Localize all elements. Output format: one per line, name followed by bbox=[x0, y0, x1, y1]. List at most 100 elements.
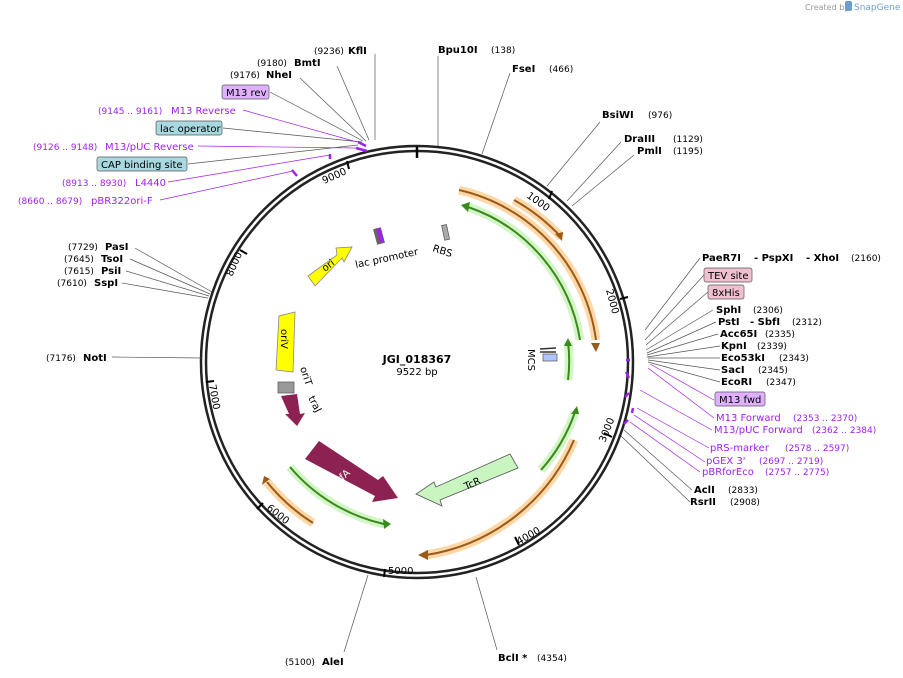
primer-m13forward: M13 Forward bbox=[716, 413, 781, 424]
primer-m13puc-rev: M13/pUC Reverse bbox=[105, 142, 194, 153]
green-feature-arc-3 bbox=[289, 466, 385, 525]
enzyme-pos: (2312) bbox=[792, 318, 822, 328]
lac-operator-block bbox=[376, 227, 384, 243]
primer-m13reverse: M13 Reverse bbox=[171, 106, 236, 117]
enzyme-pos: (7610) bbox=[57, 279, 87, 289]
enzyme-pos: (2833) bbox=[728, 486, 758, 496]
arrowhead-icon bbox=[383, 519, 391, 529]
enzyme-pos: (2335) bbox=[765, 330, 795, 340]
enzyme-bmti: BmtI bbox=[294, 58, 321, 69]
enzyme-eco53ki: Eco53kI bbox=[721, 353, 765, 364]
enzyme-alei: AleI bbox=[322, 657, 344, 668]
arrowhead-icon bbox=[571, 406, 579, 414]
enzyme-bcli: BclI * bbox=[498, 653, 528, 664]
tick-mark bbox=[619, 296, 629, 300]
enzyme-pspxi: - PspXI bbox=[754, 253, 793, 264]
enzyme-pos: (2345) bbox=[758, 366, 788, 376]
enzyme-acc65i: Acc65I bbox=[720, 329, 757, 340]
enzyme-sbfi: - SbfI bbox=[750, 317, 780, 328]
enzyme-pos: (7615) bbox=[64, 267, 94, 277]
tick-label-2000: 2000 bbox=[603, 288, 620, 315]
primer-box-m13rev bbox=[221, 84, 270, 100]
tick-mark bbox=[514, 536, 520, 546]
enzyme-psti: PstI bbox=[718, 317, 740, 328]
credit-text: Created by bbox=[805, 3, 849, 12]
ori-arrow bbox=[307, 246, 353, 287]
enzyme-fsei: FseI bbox=[512, 64, 535, 75]
enzyme-ecori: EcoRI bbox=[721, 377, 752, 388]
primer-m13rev: M13 rev bbox=[226, 88, 267, 99]
primer-pos: (2353 .. 2370) bbox=[793, 414, 857, 424]
primer-mark bbox=[624, 392, 630, 398]
rbs-label: RBS bbox=[431, 243, 453, 260]
orit-block bbox=[277, 381, 295, 394]
primer-pos: (9145 .. 9161) bbox=[98, 107, 162, 117]
primer-l4440: L4440 bbox=[135, 178, 166, 189]
primer-pgex: pGEX 3' bbox=[706, 456, 746, 467]
primer-mark bbox=[630, 407, 635, 414]
enzyme-rsrii: RsrII bbox=[690, 497, 716, 508]
lac-operator-label: lac operator bbox=[160, 124, 221, 135]
orange-feature-arc-4 bbox=[266, 481, 314, 524]
enzyme-pos: (7729) bbox=[68, 243, 98, 253]
trfa-arrow bbox=[305, 441, 398, 502]
oriv-label: oriV bbox=[278, 329, 289, 349]
green-feature-arc-2 bbox=[540, 411, 576, 471]
tick-mark bbox=[239, 249, 248, 255]
primer-pbrfor: pBRforEco bbox=[702, 467, 754, 478]
enzyme-pos: (2306) bbox=[753, 306, 783, 316]
feature-box-8xhis bbox=[707, 284, 745, 300]
enzyme-pos: (7645) bbox=[64, 255, 94, 265]
primer-pos: (8913 .. 8930) bbox=[62, 179, 126, 189]
primer-box-m13fwd bbox=[714, 391, 766, 407]
enzyme-pos: (5100) bbox=[285, 658, 315, 668]
enzyme-pos: (4354) bbox=[537, 654, 567, 664]
arrowhead-icon bbox=[262, 476, 270, 485]
green-feature-arc-1 bbox=[467, 206, 581, 341]
his-label: 8xHis bbox=[712, 288, 740, 299]
enzyme-draiii: DraIII bbox=[624, 134, 655, 145]
arrowhead-icon bbox=[564, 338, 572, 346]
brand-name: SnapGene bbox=[854, 3, 901, 13]
lac-promoter-label: lac promoter bbox=[354, 247, 420, 271]
enzyme-pos: (1129) bbox=[673, 135, 703, 145]
tick-mark bbox=[603, 432, 613, 438]
orit-label: oriT bbox=[297, 366, 314, 388]
traj-arrow bbox=[281, 394, 305, 426]
tick-mark bbox=[346, 160, 350, 170]
orange-feature-arc-1 bbox=[458, 189, 597, 341]
orange-feature-arc-3 bbox=[425, 439, 575, 556]
enzyme-sspi: SspI bbox=[94, 278, 118, 289]
traj-label: traJ bbox=[305, 394, 323, 414]
enzyme-saci: SacI bbox=[721, 365, 745, 376]
enzyme-pos: (2339) bbox=[757, 342, 787, 352]
primer-mark bbox=[355, 146, 368, 153]
tick-mark bbox=[256, 502, 264, 510]
arrowhead-icon bbox=[418, 550, 428, 560]
enzyme-pos: (9176) bbox=[230, 71, 260, 81]
enzyme-acli: AclI bbox=[694, 485, 715, 496]
tick-label-8000: 8000 bbox=[225, 250, 245, 278]
enzyme-noti: NotI bbox=[83, 353, 107, 364]
enzyme-bpu10i: Bpu10I bbox=[438, 45, 478, 56]
arrowhead-icon bbox=[591, 343, 600, 352]
enzyme-pmli: PmlI bbox=[637, 146, 662, 157]
mcs-mark bbox=[539, 347, 557, 350]
arrowhead-icon bbox=[555, 232, 563, 241]
tick-mark bbox=[548, 190, 553, 200]
enzyme-pos: (2343) bbox=[779, 354, 809, 364]
feature-box-lac-operator bbox=[155, 120, 223, 136]
enzyme-pos: (9180) bbox=[257, 59, 287, 69]
feature-box-cap-site bbox=[96, 156, 188, 172]
plasmid-length: 9522 bp bbox=[396, 367, 437, 378]
primer-m13fwd: M13 fwd bbox=[719, 395, 761, 406]
enzyme-pos: (2160) bbox=[851, 254, 881, 264]
enzyme-pos: (138) bbox=[491, 46, 515, 56]
tev-site-label: TEV site bbox=[707, 271, 749, 282]
enzyme-pos: (1195) bbox=[673, 147, 703, 157]
enzyme-psii: PsiI bbox=[101, 266, 121, 277]
enzyme-pos: (9236) bbox=[314, 47, 344, 57]
primer-pbr322: pBR322ori-F bbox=[91, 196, 153, 207]
tick-label-7000: 7000 bbox=[206, 384, 221, 411]
